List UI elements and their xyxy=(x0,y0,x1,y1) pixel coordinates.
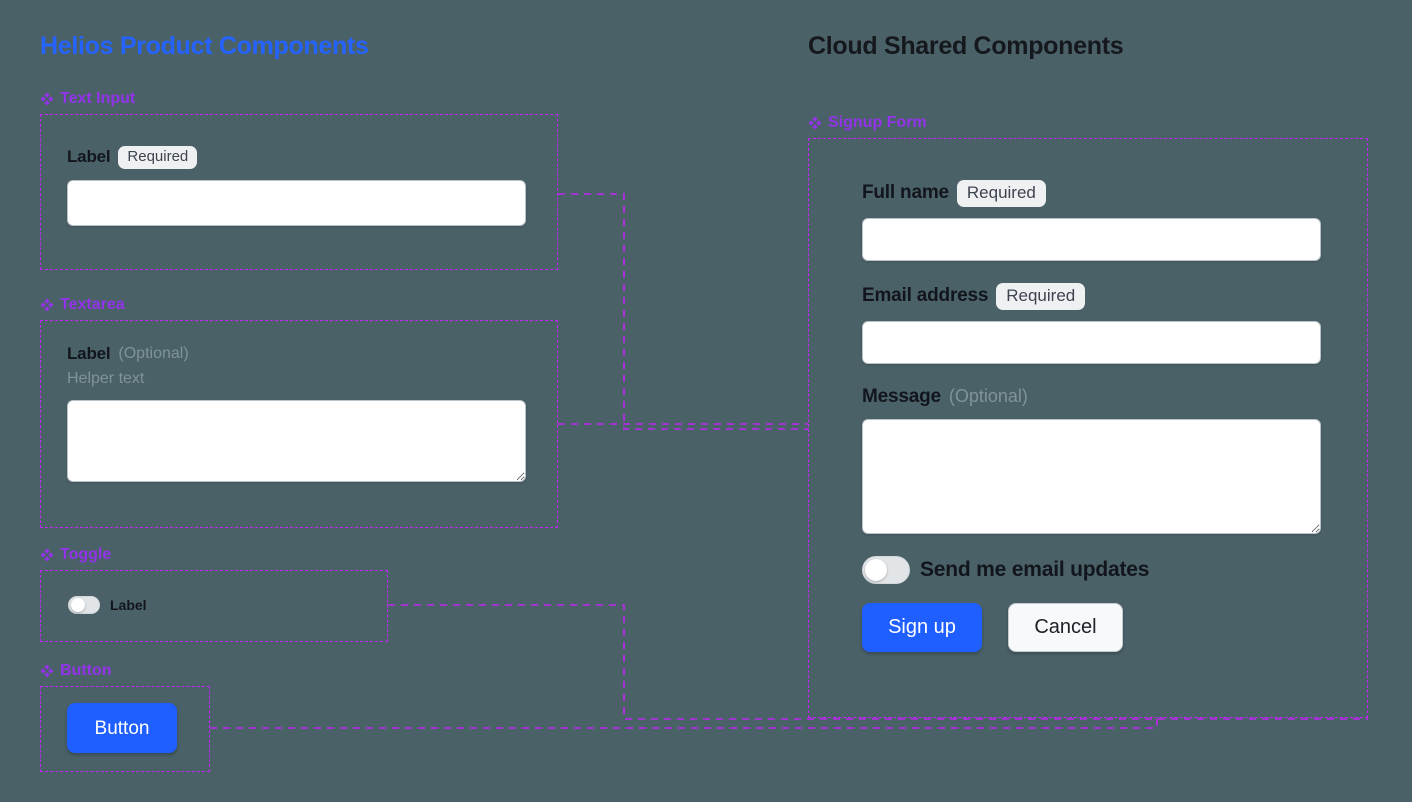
component-label-text-input: Text Input xyxy=(40,90,135,108)
component-label-text: Text Input xyxy=(60,90,136,107)
textarea-helper-text: Helper text xyxy=(67,370,145,387)
connector-button xyxy=(210,719,1158,729)
button-demo[interactable]: Button xyxy=(67,703,177,753)
panel-title-cloud: Cloud Shared Components xyxy=(808,32,1124,60)
newsletter-toggle-switch[interactable] xyxy=(862,555,910,584)
panel-title-helios: Helios Product Components xyxy=(40,32,369,60)
component-diamond-icon xyxy=(40,664,54,678)
toggle-switch[interactable] xyxy=(68,596,100,614)
frame-textarea xyxy=(40,320,558,528)
full-name-label: Full name xyxy=(862,182,949,204)
toggle-knob xyxy=(71,598,85,612)
textarea-label: Label xyxy=(67,344,111,363)
message-optional-text: (Optional) xyxy=(948,386,1028,407)
message-label: Message xyxy=(862,385,941,407)
text-input-demo: Label Required xyxy=(67,146,526,226)
message-label-row: Message (Optional) xyxy=(862,386,1321,408)
text-input-label: Label xyxy=(67,147,111,167)
connector-text-input xyxy=(558,193,808,430)
component-label-signup-form: Signup Form xyxy=(808,114,927,132)
newsletter-toggle-knob xyxy=(865,558,887,581)
textarea-field[interactable] xyxy=(67,400,526,482)
component-label-button: Button xyxy=(40,662,112,680)
component-diamond-icon xyxy=(40,92,54,106)
text-input-required-badge: Required xyxy=(118,146,198,169)
signup-form: Full name Required Email address Require… xyxy=(862,180,1321,652)
sign-up-button[interactable]: Sign up xyxy=(862,602,982,652)
email-address-required-badge: Required xyxy=(996,282,1086,310)
signup-form-actions: Sign up Cancel xyxy=(862,602,1321,652)
message-textarea[interactable] xyxy=(862,418,1321,534)
component-label-text: Signup Form xyxy=(828,114,927,131)
email-address-label-row: Email address Required xyxy=(862,282,1321,310)
component-label-text: Button xyxy=(60,662,112,679)
component-diamond-icon xyxy=(40,298,54,312)
textarea-label-row: Label (Optional) xyxy=(67,344,526,364)
component-label-text: Textarea xyxy=(60,296,125,313)
email-address-label: Email address xyxy=(862,285,989,307)
frame-text-input xyxy=(40,114,558,270)
newsletter-toggle-label: Send me email updates xyxy=(920,557,1150,581)
component-diamond-icon xyxy=(808,116,822,130)
frame-button xyxy=(40,686,210,772)
full-name-input[interactable] xyxy=(862,217,1321,261)
component-label-textarea: Textarea xyxy=(40,296,125,314)
cancel-button[interactable]: Cancel xyxy=(1008,602,1123,652)
component-label-toggle: Toggle xyxy=(40,546,111,564)
text-input-field[interactable] xyxy=(67,179,526,226)
component-label-text: Toggle xyxy=(60,546,112,563)
toggle-label: Label xyxy=(110,597,147,613)
full-name-label-row: Full name Required xyxy=(862,180,1321,207)
email-address-input[interactable] xyxy=(862,320,1321,364)
textarea-demo: Label (Optional) Helper text xyxy=(67,344,526,482)
textarea-optional-text: (Optional) xyxy=(118,345,189,362)
full-name-required-badge: Required xyxy=(956,180,1046,207)
newsletter-toggle-row: Send me email updates xyxy=(862,555,1321,584)
text-input-label-row: Label Required xyxy=(67,146,526,169)
toggle-demo: Label xyxy=(68,596,147,614)
frame-toggle xyxy=(40,570,388,642)
component-diamond-icon xyxy=(40,548,54,562)
